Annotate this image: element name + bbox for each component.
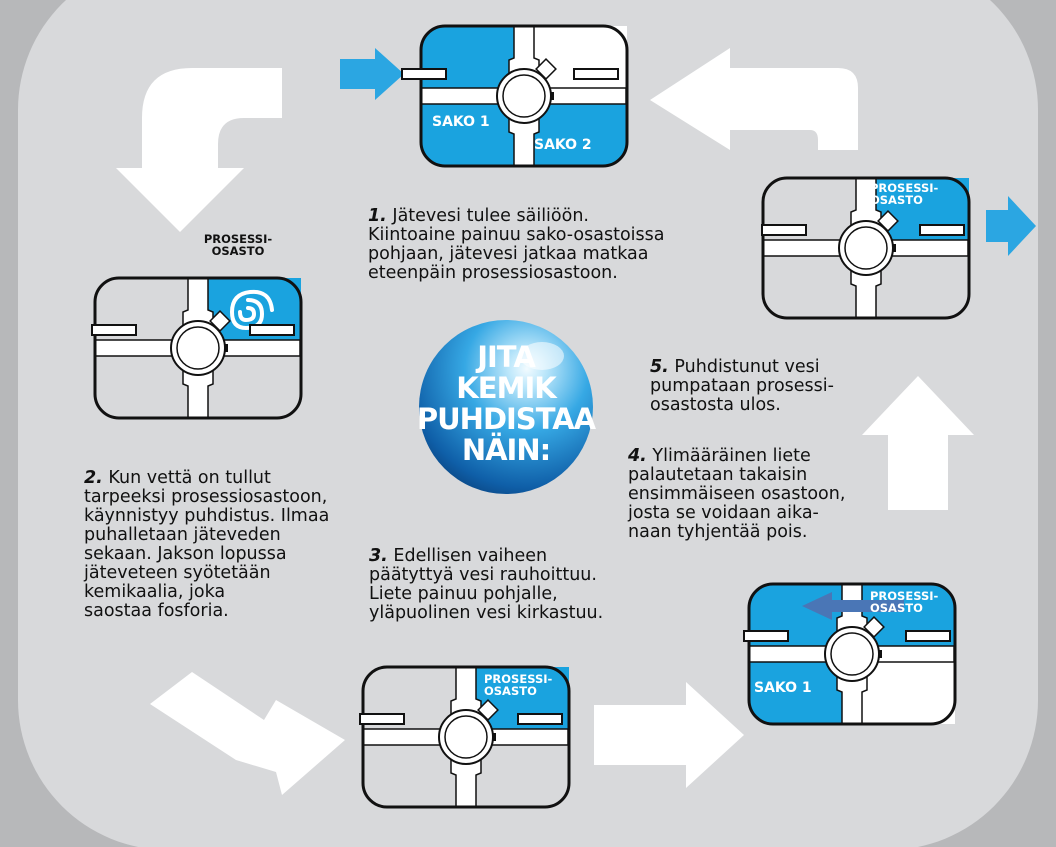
step-3-text: 3. Edellisen vaiheen päätyttyä vesi rauh… xyxy=(369,547,603,623)
tank-label-line: PROSESSI- xyxy=(203,232,273,246)
step-5-text: 5. Puhdistunut vesi pumpataan prosessi- … xyxy=(650,358,834,415)
step-line: Puhdistunut vesi xyxy=(674,357,820,377)
tank-4 xyxy=(747,582,957,726)
curved-arrow-top-right xyxy=(650,48,858,150)
tank-1-label-sako-2: SAKO 2 xyxy=(534,137,592,153)
tank-2-right-pipe xyxy=(249,324,295,336)
step-line: jäteveteen syötetään xyxy=(84,563,271,583)
step-line: pumpataan prosessi- xyxy=(650,376,834,396)
tank-label-line: PROSESSI- xyxy=(870,589,939,603)
step-line: käynnistyy puhdistus. Ilmaa xyxy=(84,506,330,526)
step-line: Jätevesi tulee säiliöön. xyxy=(392,206,589,226)
tank-4-label-sako-1: SAKO 1 xyxy=(754,680,812,696)
title-ball-highlight xyxy=(520,342,564,370)
tank-2-label: PROSESSI- OSASTO xyxy=(193,233,283,257)
step-1-text: 1. Jätevesi tulee säiliöön. Kiintoaine p… xyxy=(368,207,664,283)
tank-4-right-pipe xyxy=(905,630,951,642)
step-line: Ylimääräinen liete xyxy=(652,446,811,466)
aeration-spiral-icon xyxy=(229,289,274,331)
tank-5-left-pipe xyxy=(761,224,807,236)
step-line: sekaan. Jakson lopussa xyxy=(84,544,287,564)
arrow-up-right xyxy=(862,376,974,510)
tank-label-line: PROSESSI- xyxy=(484,672,553,686)
tank-1 xyxy=(419,24,629,168)
tank-1-right-pipe xyxy=(573,68,619,80)
step-line: Edellisen vaiheen xyxy=(393,546,548,566)
tank-4-left-pipe xyxy=(743,630,789,642)
step-4-text: 4. Ylimääräinen liete palautetaan takais… xyxy=(628,447,845,542)
step-line: osastosta ulos. xyxy=(650,395,781,415)
step-line: puhalletaan jäteveden xyxy=(84,525,281,545)
step-line: tarpeeksi prosessiosastoon, xyxy=(84,487,328,507)
title-line: PUHDISTAA xyxy=(416,402,596,436)
step-line: päätyttyä vesi rauhoittuu. xyxy=(369,565,597,585)
step-line: naan tyhjentää pois. xyxy=(628,522,808,542)
step-line: palautetaan takaisin xyxy=(628,465,808,485)
step-line: Kun vettä on tullut xyxy=(108,468,271,488)
cycle-arrows xyxy=(116,48,974,795)
step-line: yläpuolinen vesi kirkastuu. xyxy=(369,603,604,623)
inflow-arrow-icon xyxy=(340,48,404,100)
tank-label-line: OSASTO xyxy=(870,193,923,207)
step-line: Liete painuu pohjalle, xyxy=(369,584,558,604)
curved-arrow-top-left xyxy=(116,68,282,232)
tank-4-label: PROSESSI- OSASTO xyxy=(870,590,938,614)
step-line: kemikaalia, joka xyxy=(84,582,226,602)
tank-3-left-pipe xyxy=(359,713,405,725)
tank-3-right-pipe xyxy=(517,713,563,725)
tank-1-left-pipe xyxy=(401,68,447,80)
step-2-text: 2. Kun vettä on tullut tarpeeksi prosess… xyxy=(84,469,329,621)
tank-5-label: PROSESSI- OSASTO xyxy=(870,182,938,206)
tank-2-left-pipe xyxy=(91,324,137,336)
step-line: saostaa fosforia. xyxy=(84,601,229,621)
arrow-bottom-right xyxy=(594,682,744,788)
tank-3-label: PROSESSI- OSASTO xyxy=(484,673,552,697)
tank-1-label-sako-1: SAKO 1 xyxy=(432,114,490,130)
tank-label-line: OSASTO xyxy=(211,244,265,258)
main-title: JITA KEMIK PUHDISTAA NÄIN: xyxy=(414,342,598,466)
arrow-bottom-left xyxy=(150,672,345,795)
tank-5-right-pipe xyxy=(919,224,965,236)
tank-label-line: PROSESSI- xyxy=(870,181,939,195)
step-number: 5. xyxy=(650,357,669,377)
step-line: ensimmäiseen osastoon, xyxy=(628,484,846,504)
title-line: KEMIK xyxy=(456,371,556,405)
step-line: josta se voidaan aika- xyxy=(628,503,819,523)
return-arrow-icon xyxy=(802,592,904,620)
outflow-arrow-icon xyxy=(986,196,1036,256)
step-line: eteenpäin prosessiosastoon. xyxy=(368,263,618,283)
step-line: Kiintoaine painuu sako-osastoissa xyxy=(368,225,665,245)
step-number: 1. xyxy=(368,206,387,226)
step-line: pohjaan, jätevesi jatkaa matkaa xyxy=(368,244,649,264)
step-number: 2. xyxy=(84,468,103,488)
title-line: JITA xyxy=(477,340,536,374)
step-number: 4. xyxy=(628,446,647,466)
tank-label-line: OSASTO xyxy=(484,684,537,698)
step-number: 3. xyxy=(369,546,388,566)
title-line: NÄIN: xyxy=(461,433,551,467)
tank-label-line: OSASTO xyxy=(870,601,923,615)
